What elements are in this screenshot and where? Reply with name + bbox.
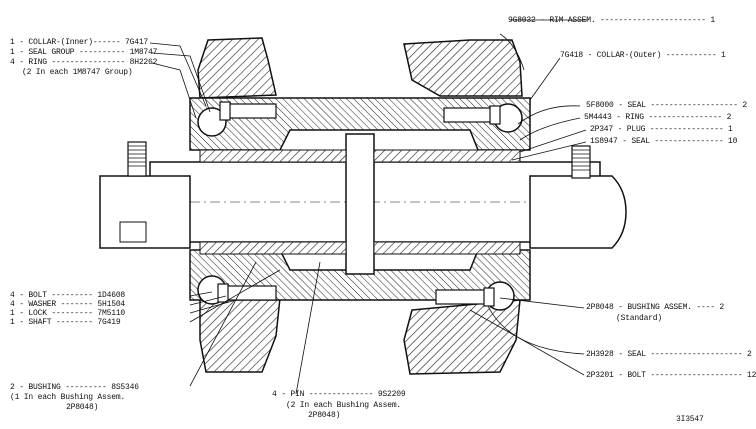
bolt-left-bottom: [217, 283, 277, 303]
callout-ring: 4 - RING ---------------- 8H2262: [10, 58, 158, 67]
callout-pin-note-2: 2P8048): [308, 411, 341, 420]
bolt-right-bottom: [435, 287, 495, 307]
callout-bushing-assem: 2P8048 - BUSHING ASSEM. ---- 2: [586, 303, 725, 312]
callout-bolt: 4 - BOLT --------- 1D4608: [10, 291, 126, 300]
bolt-left-top: [219, 101, 277, 121]
callout-bolt-right: 2P3201 - BOLT -------------------- 12: [586, 371, 756, 380]
leader-lines: [149, 19, 588, 395]
callout-shaft: 1 - SHAFT -------- 7G419: [10, 318, 121, 327]
figure-number: 3I3547: [676, 415, 704, 424]
seal-group-left-top: [197, 107, 227, 137]
callout-collar-outer: 7G418 - COLLAR-(Outer) ----------- 1: [560, 51, 726, 60]
rim-flange-bottom-right: [403, 299, 521, 375]
stud-left: [127, 141, 147, 177]
callout-collar-inner: 1 - COLLAR-(Inner)------ 7G417: [10, 38, 149, 47]
bushing-right: [373, 149, 521, 163]
callout-rim-assem: 9G8032 - RIM ASSEM. --------------------…: [508, 16, 716, 25]
bolt-right-top: [443, 105, 501, 125]
rim-flange-top-right: [403, 39, 523, 97]
bushing-right-lower: [373, 241, 521, 255]
callout-seal-small: 1S8947 - SEAL --------------- 10: [590, 137, 738, 146]
callout-pin: 4 - PIN -------------- 9S2209: [272, 390, 406, 399]
callout-bushing-assem-note: (Standard): [616, 314, 663, 323]
callout-bushing-note-2: 2P8048): [66, 403, 99, 412]
callout-bushing-note: (1 In each Bushing Assem.: [10, 393, 126, 402]
bushing-left-lower: [199, 241, 347, 255]
bushing-left: [199, 149, 347, 163]
center-pin: [345, 133, 375, 275]
callout-ring-right: 5M4443 - RING ---------------- 2: [584, 113, 732, 122]
collar-outer: [529, 175, 627, 249]
callout-lock: 1 - LOCK --------- 7M5110: [10, 309, 126, 318]
callout-seal-lower: 2H3928 - SEAL -------------------- 2: [586, 350, 752, 359]
callout-pin-note: (2 In each Bushing Assem.: [286, 401, 402, 410]
callout-washer: 4 - WASHER ------- 5H1504: [10, 300, 126, 309]
diagram-stage: 1 - COLLAR-(Inner)------ 7G417 1 - SEAL …: [10, 16, 756, 424]
cross-section-drawing: [99, 19, 627, 395]
callout-plug: 2P347 - PLUG ---------------- 1: [590, 125, 733, 134]
callout-seal-group: 1 - SEAL GROUP ---------- 1M8747: [10, 48, 158, 57]
callout-seal: 5F8000 - SEAL ------------------- 2: [586, 101, 748, 110]
rim-flange-top-left: [197, 37, 277, 99]
callout-bushing: 2 - BUSHING --------- 8S5346: [10, 383, 139, 392]
callout-ring-note: (2 In each 1M8747 Group): [22, 68, 133, 77]
